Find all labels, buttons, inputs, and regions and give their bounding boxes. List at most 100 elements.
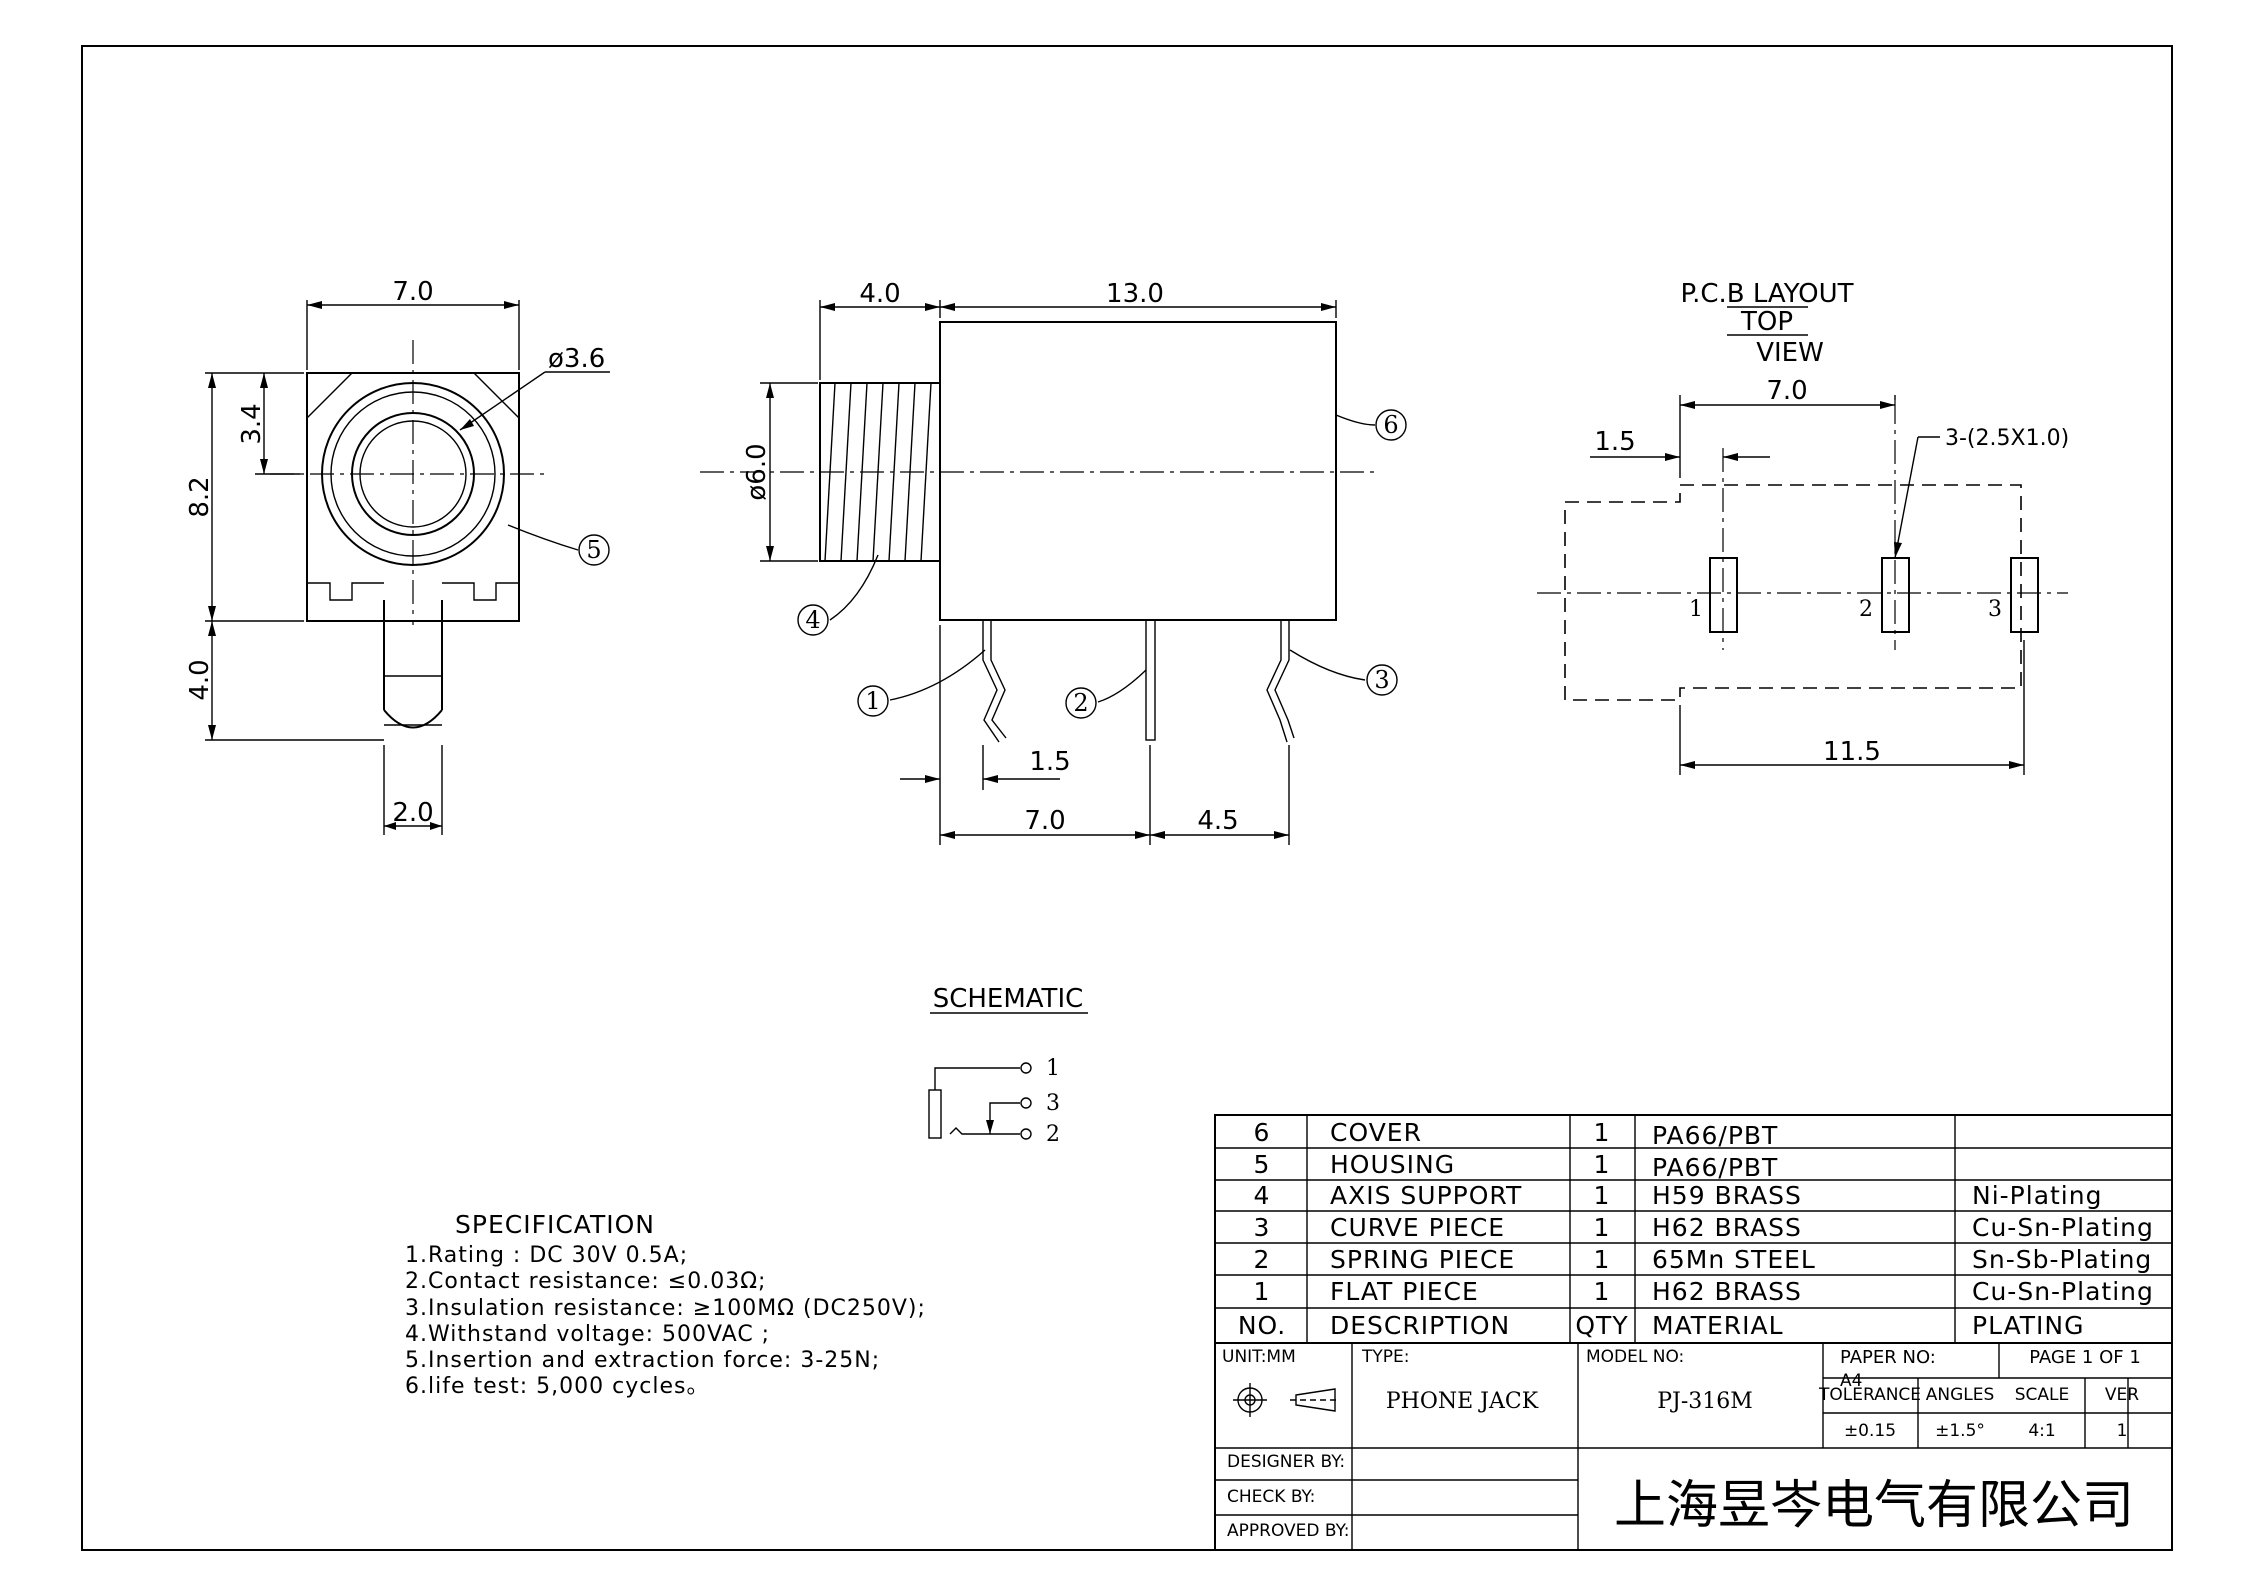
svg-text:PLATING: PLATING: [1972, 1311, 2084, 1340]
svg-text:COVER: COVER: [1330, 1118, 1422, 1147]
projection-symbol-icon: [1233, 1383, 1340, 1417]
title-block: UNIT:MM TYPE: PHONE JACK MODEL NO: PJ-31…: [1214, 1342, 2173, 1551]
spec-title: SPECIFICATION: [455, 1210, 655, 1239]
front-view: 7.0 ø3.6 8.2 3.4 4.0 2.0: [185, 277, 610, 835]
scale-label: SCALE: [2015, 1385, 2070, 1405]
pcb-dim-top: 7.0: [1766, 376, 1807, 406]
bom-header-row: NO. DESCRIPTION QTY MATERIAL PLATING: [1238, 1311, 2084, 1340]
pcb-pad-3: [2010, 557, 2039, 633]
schematic-title: SCHEMATIC: [933, 984, 1084, 1014]
spec-line-1: 1.Rating : DC 30V 0.5A;: [405, 1243, 688, 1268]
svg-text:PA66/PBT: PA66/PBT: [1652, 1153, 1778, 1182]
pcb-title-1: P.C.B LAYOUT: [1680, 279, 1853, 309]
svg-text:Sn-Sb-Plating: Sn-Sb-Plating: [1972, 1245, 2152, 1274]
svg-text:1: 1: [1594, 1213, 1611, 1242]
pin-offset-dim: 1.5: [1029, 747, 1070, 777]
bom-row: 1 FLAT PIECE 1 H62 BRASS Cu-Sn-Plating: [1254, 1277, 2154, 1306]
svg-text:H59 BRASS: H59 BRASS: [1652, 1181, 1802, 1210]
callout-4: 4: [805, 606, 820, 634]
front-height-dim: 8.2: [185, 476, 215, 517]
tolerance-value: ±0.15: [1844, 1421, 1896, 1441]
sheet-border: [81, 45, 2173, 1551]
svg-text:1: 1: [1594, 1150, 1611, 1179]
bom-row: 4 AXIS SUPPORT 1 H59 BRASS Ni-Plating: [1254, 1181, 2102, 1210]
model-label: MODEL NO:: [1586, 1347, 1684, 1367]
type-label: TYPE:: [1361, 1347, 1410, 1367]
pin-spacing-a-dim: 7.0: [1024, 806, 1065, 836]
page-number: PAGE 1 OF 1: [2029, 1347, 2141, 1368]
angles-value: ±1.5°: [1935, 1421, 1985, 1441]
svg-text:HOUSING: HOUSING: [1330, 1150, 1455, 1179]
specification: SPECIFICATION 1.Rating : DC 30V 0.5A; 2.…: [405, 1210, 926, 1399]
svg-text:1: 1: [1594, 1245, 1611, 1274]
paper-label: PAPER NO:: [1840, 1347, 1936, 1368]
svg-text:2: 2: [1254, 1245, 1271, 1274]
pcb-dim-left: 1.5: [1594, 427, 1635, 457]
spec-line-5: 5.Insertion and extraction force: 3-25N;: [405, 1348, 880, 1373]
svg-text:DESCRIPTION: DESCRIPTION: [1330, 1311, 1510, 1340]
pcb-pad-label-2: 2: [1859, 597, 1873, 622]
svg-text:PA66/PBT: PA66/PBT: [1652, 1121, 1778, 1150]
pcb-dim-bottom: 11.5: [1823, 737, 1881, 767]
scale-value: 4:1: [2028, 1421, 2055, 1441]
front-width-dim: 7.0: [392, 277, 433, 307]
tolerance-label: TOLERANCE: [1818, 1385, 1921, 1405]
svg-text:Ni-Plating: Ni-Plating: [1972, 1181, 2102, 1210]
spec-line-4: 4.Withstand voltage: 500VAC ;: [405, 1322, 770, 1347]
bom-row: 3 CURVE PIECE 1 H62 BRASS Cu-Sn-Plating: [1254, 1213, 2154, 1242]
svg-text:MATERIAL: MATERIAL: [1652, 1311, 1784, 1340]
pcb-pad-label-1: 1: [1689, 597, 1703, 622]
spec-line-2: 2.Contact resistance: ≤0.03Ω;: [405, 1269, 766, 1294]
svg-text:SPRING PIECE: SPRING PIECE: [1330, 1245, 1515, 1274]
pin-width-dim: 2.0: [392, 798, 433, 828]
schematic-pin-2: 2: [1046, 1122, 1060, 1147]
svg-text:3: 3: [1254, 1213, 1271, 1242]
spec-line-3: 3.Insulation resistance: ≥100MΩ (DC250V)…: [405, 1296, 926, 1321]
svg-text:AXIS SUPPORT: AXIS SUPPORT: [1330, 1181, 1522, 1210]
svg-text:Cu-Sn-Plating: Cu-Sn-Plating: [1972, 1213, 2154, 1242]
callout-6: 6: [1383, 411, 1398, 439]
svg-text:4: 4: [1254, 1181, 1271, 1210]
svg-text:1: 1: [1594, 1181, 1611, 1210]
pcb-title-3: VIEW: [1756, 338, 1824, 368]
bom-row: 6 COVER 1 PA66/PBT: [1254, 1118, 1778, 1150]
designer-label: DESIGNER BY:: [1227, 1452, 1345, 1472]
hole-diameter-dim: ø3.6: [548, 344, 605, 374]
callout-5: 5: [586, 536, 601, 564]
body-length-dim: 13.0: [1106, 279, 1164, 309]
callout-3: 3: [1374, 666, 1389, 694]
paper-value: A4: [1840, 1371, 1862, 1391]
svg-text:65Mn STEEL: 65Mn STEEL: [1652, 1245, 1816, 1274]
svg-text:Cu-Sn-Plating: Cu-Sn-Plating: [1972, 1277, 2154, 1306]
ver-value: 1: [2117, 1421, 2128, 1441]
schematic: SCHEMATIC 1 3 2: [928, 984, 1088, 1147]
callout-5-circle: [578, 534, 610, 566]
callout-1: 1: [865, 687, 880, 715]
svg-text:H62 BRASS: H62 BRASS: [1652, 1277, 1802, 1306]
hole-offset-dim: 3.4: [237, 403, 267, 444]
angles-label: ANGLES: [1926, 1385, 1995, 1405]
pcb-pad-label-3: 3: [1988, 597, 2002, 622]
pcb-hole-note: 3-(2.5X1.0): [1945, 426, 2069, 451]
svg-text:CURVE PIECE: CURVE PIECE: [1330, 1213, 1505, 1242]
svg-text:QTY: QTY: [1575, 1311, 1628, 1340]
bom-table: 6 COVER 1 PA66/PBT 5 HOUSING 1 PA66/PBT …: [1214, 1114, 2173, 1344]
pin-length-dim: 4.0: [185, 659, 215, 700]
side-view: 4.0 13.0 ø6.0 1.5 7.0 4.5 6 4: [700, 279, 1407, 845]
svg-text:NO.: NO.: [1238, 1311, 1286, 1340]
schematic-pin-1: 1: [1046, 1056, 1060, 1081]
svg-text:5: 5: [1254, 1150, 1271, 1179]
svg-text:6: 6: [1254, 1118, 1271, 1147]
pcb-layout-view: P.C.B LAYOUT TOP VIEW 1 2 3 7.0 1.5: [1537, 279, 2069, 775]
side-diameter-dim: ø6.0: [742, 443, 772, 500]
model-value: PJ-316M: [1657, 1389, 1753, 1414]
company-name: 上海昱岑电气有限公司: [1614, 1476, 2134, 1536]
bom-row: 2 SPRING PIECE 1 65Mn STEEL Sn-Sb-Platin…: [1254, 1245, 2152, 1274]
spec-line-6: 6.life test: 5,000 cycles。: [405, 1374, 709, 1399]
svg-text:1: 1: [1254, 1277, 1271, 1306]
check-label: CHECK BY:: [1227, 1487, 1315, 1507]
svg-text:1: 1: [1594, 1118, 1611, 1147]
svg-text:1: 1: [1594, 1277, 1611, 1306]
approved-label: APPROVED BY:: [1227, 1521, 1349, 1541]
